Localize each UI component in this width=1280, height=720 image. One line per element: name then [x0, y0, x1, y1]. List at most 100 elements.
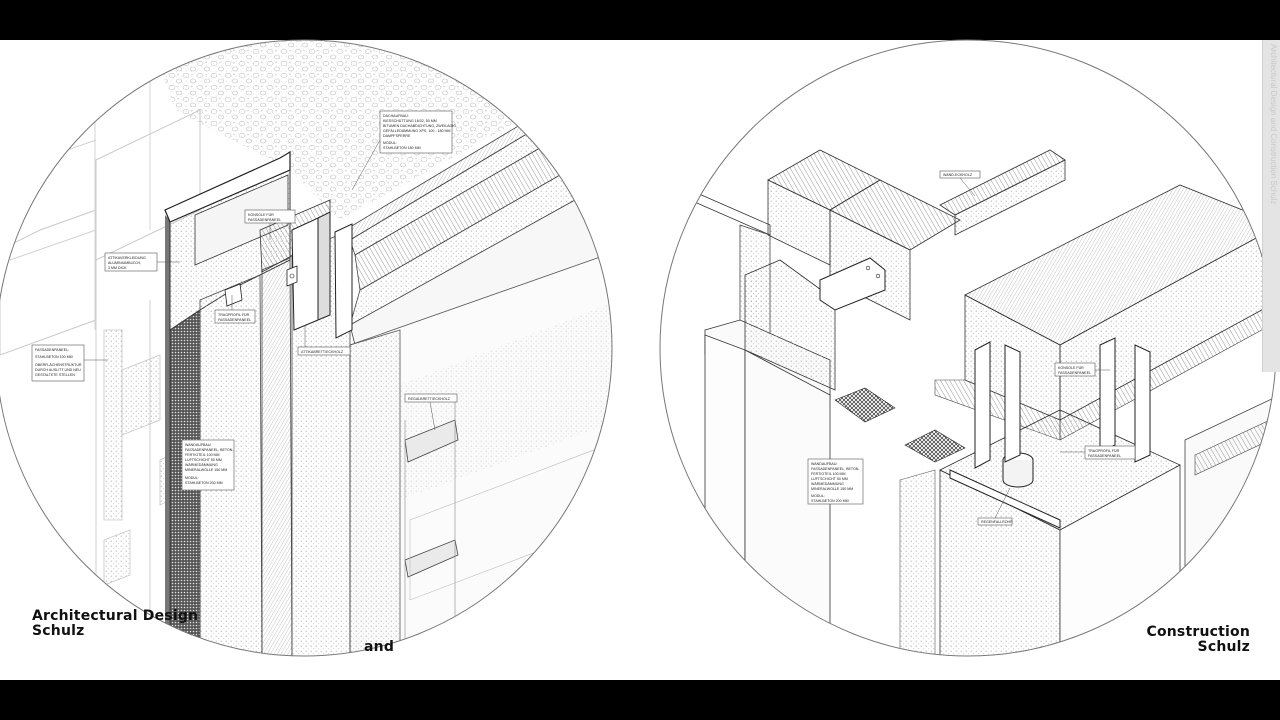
label-roof-line: KIESSCHÜTTUNG 16/32, 50 MM: [383, 119, 437, 123]
label-roof-line: DAMPFSPERRE: [383, 134, 411, 138]
caption-right-line2: Schulz: [1197, 639, 1250, 655]
label-wall-line: WANDAUFBAU:: [185, 443, 211, 447]
svg-text:ATTIKABRETT/ECKHOLZ: ATTIKABRETT/ECKHOLZ: [301, 350, 344, 354]
svg-text:GEFÄLLEDÄMMUNG XPS, 100 - 180: GEFÄLLEDÄMMUNG XPS, 100 - 180 MM: [383, 129, 451, 133]
svg-text:FASSADENPANEEL: FASSADENPANEEL: [1058, 371, 1091, 375]
label-shelf: REGALBRETT/ECKHOLZ: [404, 393, 458, 431]
label-support-line: TRAGPROFIL FÜR: [218, 313, 250, 317]
svg-text:LUFTSCHICHT 50 MM: LUFTSCHICHT 50 MM: [185, 458, 222, 462]
label-roof: DACHAUFBAU: KIESSCHÜTTUNG 16/32, 50 MM B…: [351, 110, 456, 191]
label-support-right-line: TRAGPROFIL FÜR: [1088, 449, 1120, 453]
side-watermark-text: Architectural Design and Construction Sc…: [1269, 44, 1278, 205]
label-attika-cover-line: 3 MM DICK: [108, 266, 127, 270]
label-roof-line: DACHAUFBAU:: [383, 114, 409, 118]
label-console-right: KONSOLE FÜR FASSADENPANEEL: [1054, 362, 1110, 377]
side-watermark-bar: Architectural Design and Construction Sc…: [1262, 40, 1280, 372]
svg-text:ATTIKAVERKLEIDUNG: ATTIKAVERKLEIDUNG: [108, 256, 146, 260]
left-detail: DACHAUFBAU: KIESSCHÜTTUNG 16/32, 50 MM B…: [0, 39, 613, 657]
svg-text:DAMPFSPERRE: DAMPFSPERRE: [383, 134, 411, 138]
svg-text:STAHLBETON 100 MM: STAHLBETON 100 MM: [35, 355, 73, 359]
label-attika-cover-line: ALUMINIUMBLECH,: [108, 261, 141, 265]
right-labels: WAND-ECKHOLZ KONSOLE FÜR FASSADENPANEEL …: [807, 170, 1136, 526]
label-wood-line: WAND-ECKHOLZ: [943, 173, 973, 177]
label-wall-line: MINERALWOLLE 150 MM: [185, 468, 227, 472]
svg-text:MODUL:: MODUL:: [185, 476, 199, 480]
label-wood: WAND-ECKHOLZ: [939, 170, 981, 197]
svg-text:FASSADENPANEEL:: FASSADENPANEEL:: [35, 348, 69, 352]
label-console: KONSOLE FÜR FASSADENPANEEL: [244, 209, 296, 240]
svg-text:FASSADENPANEEL, BETON-: FASSADENPANEEL, BETON-: [811, 467, 860, 471]
svg-text:WANDAUFBAU:: WANDAUFBAU:: [185, 443, 211, 447]
caption-middle: and: [364, 639, 395, 655]
label-shelf-line: REGALBRETT/ECKHOLZ: [408, 397, 451, 401]
svg-text:MODUL:: MODUL:: [383, 141, 397, 145]
svg-text:FASSADENPANEEL: FASSADENPANEEL: [248, 218, 281, 222]
svg-text:REGENFALLROHR: REGENFALLROHR: [981, 520, 1013, 524]
svg-text:KIESSCHÜTTUNG 16/32, 50 MM: KIESSCHÜTTUNG 16/32, 50 MM: [383, 119, 437, 123]
svg-text:FERTIGTEIL 100 MM: FERTIGTEIL 100 MM: [811, 472, 846, 476]
caption-right: Construction Schulz: [1146, 625, 1250, 655]
caption-left-line1: Architectural Design: [32, 608, 199, 624]
label-wall-right-line: WANDAUFBAU:: [811, 462, 837, 466]
svg-text:FASSADENPANEEL: FASSADENPANEEL: [1088, 454, 1121, 458]
svg-text:MINERALWOLLE 150 MM: MINERALWOLLE 150 MM: [811, 487, 853, 491]
svg-text:STAHLBETON 200 MM: STAHLBETON 200 MM: [811, 499, 849, 503]
label-attika-cover: ATTIKAVERKLEIDUNG ALUMINIUMBLECH, 3 MM D…: [104, 252, 180, 272]
svg-text:WÄRMEDÄMMUNG: WÄRMEDÄMMUNG: [185, 463, 218, 467]
label-wall-line: LUFTSCHICHT 50 MM: [185, 458, 222, 462]
label-roof-line: STAHLBETON 180 MM: [383, 146, 421, 150]
svg-text:FERTIGTEIL 100 MM: FERTIGTEIL 100 MM: [185, 453, 220, 457]
label-support-right-line: FASSADENPANEEL: [1088, 454, 1121, 458]
svg-text:GESTALTETE STELLEN: GESTALTETE STELLEN: [35, 373, 75, 377]
label-roof-line: BITUMEN DACHABDICHTUNG, ZWEILAGIG: [383, 124, 456, 128]
svg-text:KONSOLE FÜR: KONSOLE FÜR: [1058, 366, 1084, 370]
svg-text:BITUMEN DACHABDICHTUNG, ZWEILA: BITUMEN DACHABDICHTUNG, ZWEILAGIG: [383, 124, 456, 128]
label-facade-panel-line: DURCH AUSLITT UND NEU: [35, 368, 81, 372]
label-wall-line: WÄRMEDÄMMUNG: [185, 463, 218, 467]
label-roof-line: MODUL:: [383, 141, 397, 145]
svg-text:TRAGPROFIL FÜR: TRAGPROFIL FÜR: [1088, 449, 1120, 453]
caption-left-line2: Schulz: [32, 623, 85, 639]
svg-text:FASSADENPANEEL, BETON-: FASSADENPANEEL, BETON-: [185, 448, 234, 452]
svg-text:TRAGPROFIL FÜR: TRAGPROFIL FÜR: [218, 313, 250, 317]
svg-text:STAHLBETON 180 MM: STAHLBETON 180 MM: [383, 146, 421, 150]
label-wall-line: FERTIGTEIL 100 MM: [185, 453, 220, 457]
label-wall-right-line: STAHLBETON 200 MM: [811, 499, 849, 503]
label-wall-right: WANDAUFBAU: FASSADENPANEEL, BETON- FERTI…: [807, 458, 864, 505]
label-console-right-line: KONSOLE FÜR: [1058, 366, 1084, 370]
label-wall-right-line: FASSADENPANEEL, BETON-: [811, 467, 860, 471]
label-facade-panel-line: STAHLBETON 100 MM: [35, 355, 73, 359]
label-facade-panel-line: OBERFLÄCHENSTRUKTUR: [35, 363, 82, 367]
caption-right-line1: Construction: [1146, 624, 1250, 640]
svg-text:ALUMINIUMBLECH,: ALUMINIUMBLECH,: [108, 261, 141, 265]
label-wall-right-line: MINERALWOLLE 150 MM: [811, 487, 853, 491]
svg-text:OBERFLÄCHENSTRUKTUR: OBERFLÄCHENSTRUKTUR: [35, 363, 82, 367]
svg-text:MINERALWOLLE 150 MM: MINERALWOLLE 150 MM: [185, 468, 227, 472]
label-wall: WANDAUFBAU: FASSADENPANEEL, BETON- FERTI…: [181, 439, 234, 491]
svg-text:REGALBRETT/ECKHOLZ: REGALBRETT/ECKHOLZ: [408, 397, 451, 401]
label-facade-panel: FASSADENPANEEL: STAHLBETON 100 MM OBERFL…: [31, 344, 108, 382]
svg-text:KONSOLE FÜR: KONSOLE FÜR: [248, 213, 274, 217]
right-detail: WAND-ECKHOLZ KONSOLE FÜR FASSADENPANEEL …: [659, 39, 1277, 657]
svg-text:STAHLBETON 200 MM: STAHLBETON 200 MM: [185, 481, 223, 485]
svg-text:WANDAUFBAU:: WANDAUFBAU:: [811, 462, 837, 466]
label-facade-panel-line: GESTALTETE STELLEN: [35, 373, 75, 377]
label-console-right-line: FASSADENPANEEL: [1058, 371, 1091, 375]
svg-text:FASSADENPANEEL: FASSADENPANEEL: [218, 318, 251, 322]
label-wall-right-line: FERTIGTEIL 100 MM: [811, 472, 846, 476]
label-facade-panel-line: FASSADENPANEEL:: [35, 348, 69, 352]
label-support: TRAGPROFIL FÜR FASSADENPANEEL: [214, 295, 256, 324]
svg-text:WÄRMEDÄMMUNG: WÄRMEDÄMMUNG: [811, 482, 844, 486]
svg-text:DACHAUFBAU:: DACHAUFBAU:: [383, 114, 409, 118]
label-pipe-line: REGENFALLROHR: [981, 520, 1013, 524]
label-support-right: TRAGPROFIL FÜR FASSADENPANEEL: [1060, 445, 1136, 460]
caption-left: Architectural Design Schulz: [32, 609, 198, 639]
label-attika-wood-line: ATTIKABRETT/ECKHOLZ: [301, 350, 344, 354]
label-wall-line: MODUL:: [185, 476, 199, 480]
svg-text:3 MM DICK: 3 MM DICK: [108, 266, 127, 270]
label-attika-cover-line: ATTIKAVERKLEIDUNG: [108, 256, 146, 260]
label-wall-line: FASSADENPANEEL, BETON-: [185, 448, 234, 452]
svg-text:MODUL:: MODUL:: [811, 494, 825, 498]
label-support-line: FASSADENPANEEL: [218, 318, 251, 322]
